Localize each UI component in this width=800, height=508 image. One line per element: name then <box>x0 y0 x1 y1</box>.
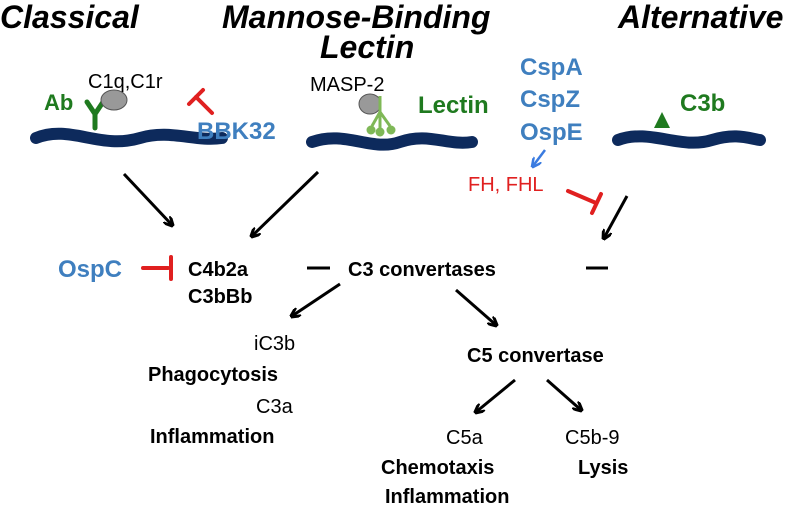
chemotaxis-label: Chemotaxis <box>381 457 494 479</box>
classical-membrane <box>30 127 228 148</box>
lectin-arrow <box>252 170 320 236</box>
ic3b-label: iC3b <box>254 333 295 355</box>
c5-convertase-label: C5 convertase <box>467 345 604 367</box>
lectin-membrane <box>306 132 478 151</box>
c1-protein-icon <box>100 89 128 111</box>
fh-fhl-label: FH, FHL <box>468 174 544 196</box>
masp-2-label: MASP-2 <box>310 74 384 96</box>
c3a-label: C3a <box>256 396 294 418</box>
lectin-label: Lectin <box>418 92 489 119</box>
ospe-to-fh-arrow <box>533 149 546 166</box>
phagocytosis-label: Phagocytosis <box>148 364 278 386</box>
c3b-icon <box>654 112 670 128</box>
lectin-icon <box>370 96 392 128</box>
alternative-arrow <box>604 195 629 238</box>
to-c5a-arrow <box>476 378 516 412</box>
antibody-icon <box>84 99 106 131</box>
alternative-membrane <box>612 130 766 149</box>
inflammation-right-label: Inflammation <box>385 486 509 508</box>
ospc-inhibition-icon <box>141 255 173 281</box>
lectin-heads-icon <box>366 125 396 137</box>
to-ic3b-arrow <box>292 282 341 316</box>
lysis-label: Lysis <box>578 457 628 479</box>
bbk32-inhibition-icon <box>187 88 214 115</box>
ospc-label: OspC <box>58 256 122 283</box>
c3bbb-label: C3bBb <box>188 286 252 308</box>
c5a-label: C5a <box>446 427 484 449</box>
cspa-label: CspA <box>520 54 583 81</box>
c3b-label: C3b <box>680 90 725 117</box>
bbk32-label: BBK32 <box>197 118 276 145</box>
mbl-pathway-title-line2: Lectin <box>320 29 414 65</box>
c4b2a-label: C4b2a <box>188 259 249 281</box>
classical-pathway-title: Classical <box>0 0 140 35</box>
to-c5-arrow <box>455 288 496 325</box>
inflammation-left-label: Inflammation <box>150 426 274 448</box>
ospe-label: OspE <box>520 119 583 146</box>
c5b-9-label: C5b-9 <box>565 427 619 449</box>
mbl-pathway-title-line1: Mannose-Binding <box>222 0 490 35</box>
to-c5b9-arrow <box>546 378 581 410</box>
masp-protein-icon <box>358 93 382 115</box>
c3-convertases-label: C3 convertases <box>348 259 496 281</box>
c1q-c1r-label: C1q,C1r <box>88 71 163 93</box>
alternative-pathway-title: Alternative <box>617 0 783 35</box>
classical-arrow <box>122 172 172 225</box>
fh-inhibition-icon <box>566 189 603 215</box>
cspz-label: CspZ <box>520 86 580 113</box>
ab-label: Ab <box>44 90 73 115</box>
